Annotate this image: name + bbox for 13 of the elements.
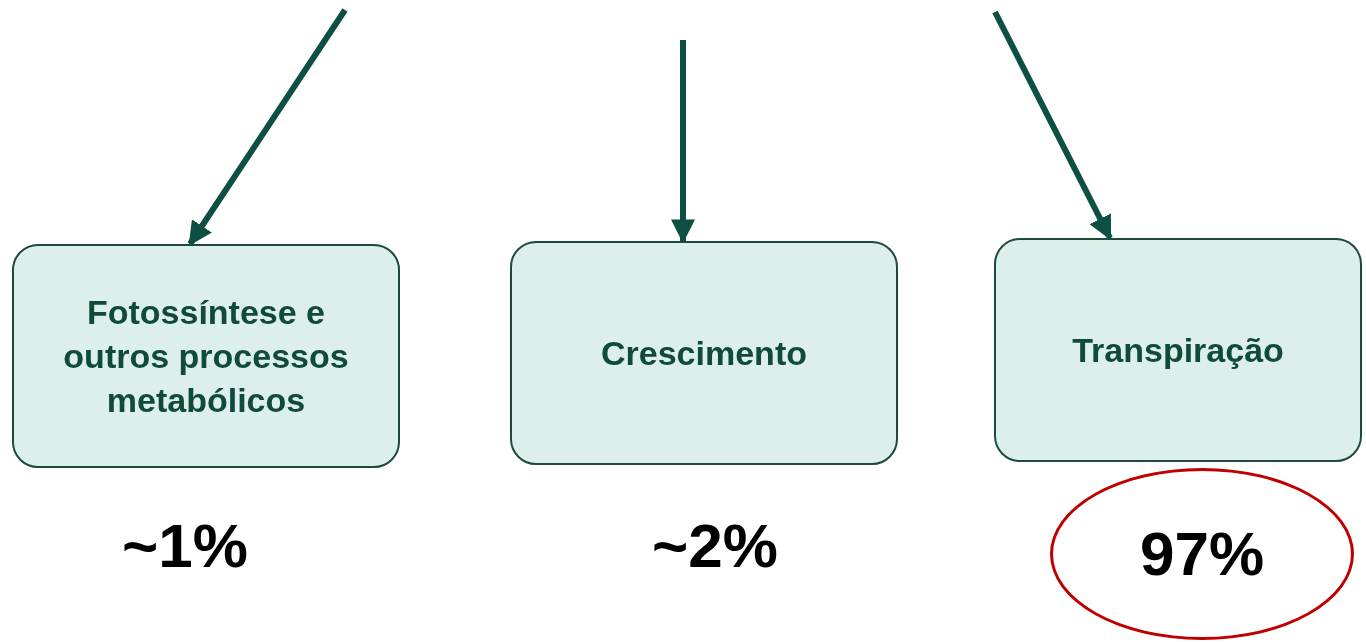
process-box — [510, 241, 898, 465]
box-label: Fotossíntese e outros processos metabólicos — [62, 291, 350, 422]
arrow — [671, 40, 695, 244]
highlight-ellipse — [1050, 468, 1354, 640]
process-box — [994, 238, 1362, 462]
box-label: Transpiração — [1072, 329, 1284, 371]
arrow — [187, 8, 348, 246]
percentage-value: 97% — [1139, 523, 1265, 585]
box-label: Crescimento — [601, 332, 807, 374]
percentage-value: ~2% — [651, 515, 779, 577]
percentage-value: ~1% — [121, 515, 249, 577]
process-box — [12, 244, 400, 468]
arrow — [992, 10, 1113, 241]
